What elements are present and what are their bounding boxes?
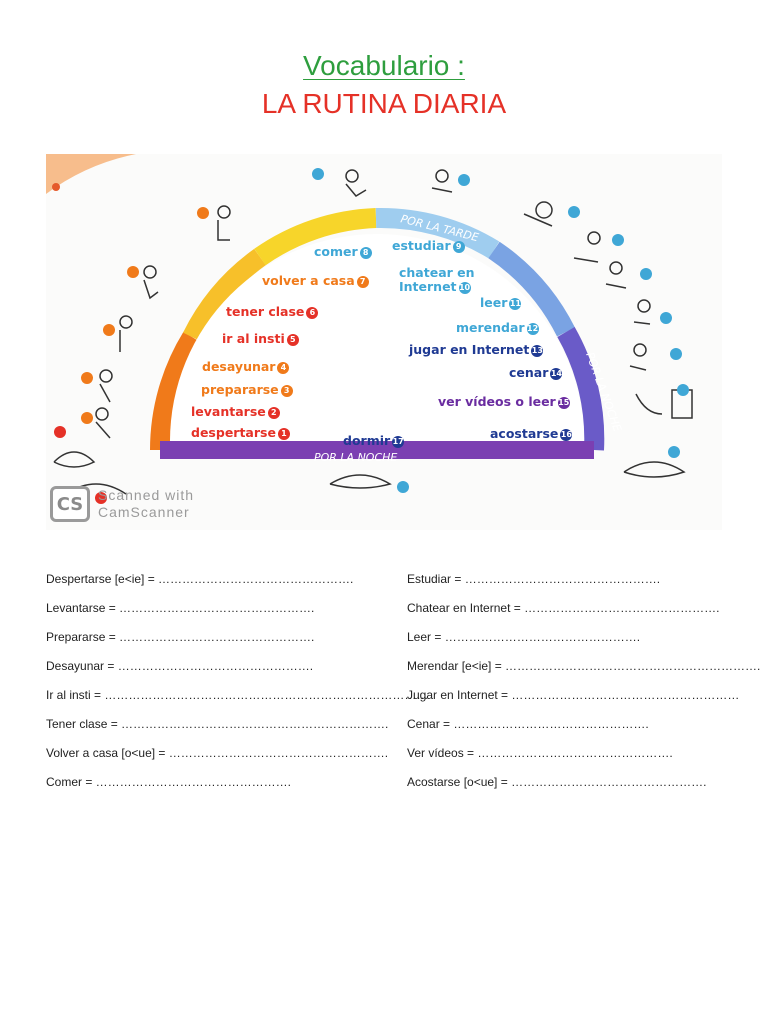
vocab-item: Volver a casa [o<ue] = ……………………………………………… xyxy=(46,746,389,760)
activity-text: acostarse xyxy=(490,426,559,441)
activity-number: 5 xyxy=(286,333,299,346)
activity-number: 11 xyxy=(509,297,522,310)
activity-number: 16 xyxy=(560,428,573,441)
vocab-item: Prepararse = …………………………………………. xyxy=(46,630,315,644)
activity-text: leer xyxy=(480,295,508,310)
vocab-item: Jugar en Internet = ………………………………………………… xyxy=(407,688,740,702)
vocab-item: Merendar [e<ie] = ………………………………………………………. xyxy=(407,659,761,673)
vocab-item: Estudiar = …………………………………………. xyxy=(407,572,661,586)
activity-text: chatear en Internet xyxy=(399,265,475,294)
vocab-item: Tener clase = …………………………………………………………. xyxy=(46,717,389,731)
activity-text: dormir xyxy=(343,433,391,448)
vocab-item: Ir al insti = ……………………………………………………………………… xyxy=(46,688,429,702)
activity-number: 12 xyxy=(526,322,539,335)
vocab-item: Chatear en Internet = …………………………………………. xyxy=(407,601,720,615)
activity-number: 14 xyxy=(550,367,563,380)
camscanner-watermark: CS Scanned with CamScanner xyxy=(50,486,194,522)
activity-number: 15 xyxy=(557,396,570,409)
activity-number: 6 xyxy=(306,306,319,319)
activity-text: volver a casa xyxy=(262,273,355,288)
activity-number: 13 xyxy=(531,344,544,357)
activity-text: tener clase xyxy=(226,304,305,319)
activity-number: 2 xyxy=(267,406,280,419)
title-la-rutina-diaria: LA RUTINA DIARIA xyxy=(261,88,507,119)
activity-number: 9 xyxy=(452,240,465,253)
activity-text: ir al insti xyxy=(222,331,285,346)
camscanner-logo: CS xyxy=(50,486,90,522)
activity-text: merendar xyxy=(456,320,525,335)
activity-text: prepararse xyxy=(201,382,279,397)
vocab-item: Despertarse [e<ie] = …………………………………………. xyxy=(46,572,354,586)
activity-text: ver vídeos o leer xyxy=(438,394,556,409)
activity-number: 7 xyxy=(356,275,369,288)
daily-routine-illustration: POR LA MAÑANA POR LA TARDE POR LA NOCHE … xyxy=(46,154,722,530)
activity-number: 17 xyxy=(392,435,405,448)
activity-text: despertarse xyxy=(191,425,276,440)
activity-number: 3 xyxy=(280,384,293,397)
activity-number: 10 xyxy=(458,281,471,294)
activity-text: levantarse xyxy=(191,404,266,419)
title-vocabulario: Vocabulario : xyxy=(303,50,465,81)
activity-text: jugar en Internet xyxy=(409,342,530,357)
activity-text: desayunar xyxy=(202,359,276,374)
vocab-item: Acostarse [o<ue] = …………………………………………. xyxy=(407,775,707,789)
vocab-item: Levantarse = …………………………………………. xyxy=(46,601,315,615)
vocab-item: Desayunar = …………………………………………. xyxy=(46,659,314,673)
watermark-line1: Scanned with xyxy=(98,487,195,503)
activity-number: 8 xyxy=(359,246,372,259)
activity-text: comer xyxy=(314,244,358,259)
watermark-line2: CamScanner xyxy=(98,504,190,520)
activity-number: 4 xyxy=(277,361,290,374)
activity-text: estudiar xyxy=(392,238,451,253)
vocab-item: Ver vídeos = …………………………………………. xyxy=(407,746,673,760)
vocab-item: Comer = …………………………………………. xyxy=(46,775,292,789)
activity-number: 1 xyxy=(277,427,290,440)
activity-text: cenar xyxy=(509,365,549,380)
svg-text:POR LA NOCHE: POR LA NOCHE xyxy=(314,451,397,464)
routine-arc-diagram: POR LA MAÑANA POR LA TARDE POR LA NOCHE … xyxy=(46,154,722,530)
vocab-item: Cenar = …………………………………………. xyxy=(407,717,649,731)
vocab-item: Leer = …………………………………………. xyxy=(407,630,641,644)
